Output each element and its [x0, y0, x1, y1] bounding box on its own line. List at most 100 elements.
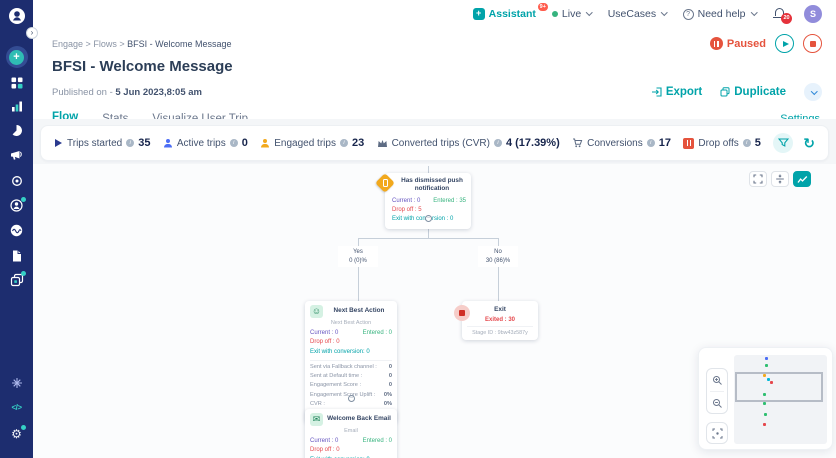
usecases-dropdown[interactable]: UseCases — [607, 8, 668, 20]
sidebar-item-campaigns[interactable] — [0, 149, 33, 161]
create-new-button[interactable]: + — [0, 46, 33, 68]
condition-diamond-icon — [375, 173, 395, 193]
moengage-logo-icon[interactable] — [0, 6, 33, 26]
page-header: Engage > Flows > BFSI - Welcome Message … — [33, 28, 836, 101]
pause-icon — [709, 37, 723, 50]
sidebar-item-insights[interactable] — [0, 224, 33, 237]
export-icon — [651, 87, 662, 97]
avatar[interactable]: S — [804, 5, 822, 23]
sidebar-item-cards[interactable] — [0, 273, 33, 287]
target-icon — [11, 176, 22, 186]
node-next-best-action[interactable]: ☺ Next Best Action Next Best Action Curr… — [305, 301, 397, 424]
info-icon[interactable]: i — [229, 139, 238, 147]
live-label: Live — [561, 8, 582, 20]
sidebar-item-developer[interactable]: </> — [0, 403, 33, 412]
person-circle-icon — [10, 199, 23, 212]
status-label: Paused — [726, 37, 766, 50]
page-title: BFSI - Welcome Message — [52, 58, 233, 75]
branch-yes-text: Yes — [353, 249, 363, 255]
node-stage-id: Stage ID : 9bw43z587y — [467, 326, 533, 336]
layers-icon — [10, 273, 23, 287]
fullscreen-button[interactable] — [749, 171, 767, 187]
collapse-branch-toggle[interactable]: − — [425, 215, 432, 222]
minimap-node-dot — [763, 374, 766, 377]
sidebar-item-analytics[interactable] — [0, 100, 33, 112]
breadcrumb-engage[interactable]: Engage — [52, 38, 84, 49]
branch-no-text: No — [494, 249, 502, 255]
minimap-node-dot — [767, 378, 770, 381]
branch-label-no: No 30 (86)% — [478, 246, 518, 268]
zoom-out-button[interactable] — [707, 392, 727, 414]
fit-vertical-icon — [776, 174, 784, 184]
zoom-in-button[interactable] — [707, 369, 727, 391]
notifications-count-badge: 20 — [781, 13, 792, 24]
info-icon[interactable]: i — [646, 139, 655, 147]
need-help-dropdown[interactable]: ? Need help — [682, 8, 757, 20]
info-icon[interactable]: i — [493, 139, 502, 147]
published-label: Published on - — [52, 86, 113, 98]
pulse-circle-icon — [10, 224, 23, 237]
export-button[interactable]: Export — [651, 86, 702, 98]
live-dot-icon — [551, 11, 558, 17]
stop-button[interactable] — [803, 34, 822, 53]
pie-chart-icon — [12, 125, 22, 136]
node-dropoff: Drop off : 0 — [310, 447, 340, 454]
magnifier-minus-icon — [712, 398, 722, 408]
breadcrumb-flows[interactable]: Flows — [93, 38, 117, 49]
analytics-view-button[interactable] — [793, 171, 811, 187]
bar-chart-icon — [11, 101, 22, 112]
breadcrumb: Engage > Flows > BFSI - Welcome Message — [52, 39, 232, 49]
notification-dot — [21, 197, 26, 202]
main-area: + Assistant 9+ Live UseCases ? Need help… — [33, 0, 836, 458]
branch-yes-value: 0 (0)% — [349, 257, 367, 264]
notification-dot — [21, 271, 26, 276]
sparkle-icon — [11, 378, 22, 388]
resume-button[interactable] — [775, 34, 794, 53]
sidebar-item-templates[interactable] — [0, 250, 33, 262]
sidebar-item-settings[interactable]: ⚙ — [0, 427, 33, 441]
sidebar-item-target[interactable] — [0, 175, 33, 187]
gear-icon: ⚙ — [11, 427, 22, 441]
document-icon — [12, 250, 21, 262]
flow-canvas[interactable]: − − Yes 0 (0)% No 30 (86)% — [33, 164, 836, 458]
assistant-icon: + — [472, 8, 485, 20]
node-welcome-back-email[interactable]: ✉ Welcome Back Email Email Current : 0 E… — [305, 409, 397, 458]
live-status-dropdown[interactable]: Live — [551, 8, 593, 20]
info-icon[interactable]: i — [339, 139, 348, 147]
notifications-button[interactable]: 20 — [772, 6, 792, 24]
sidebar-item-segments[interactable] — [0, 124, 33, 137]
fit-view-button[interactable] — [771, 171, 789, 187]
duplicate-button[interactable]: Duplicate — [720, 86, 786, 98]
sidebar-item-dashboard[interactable] — [0, 77, 33, 89]
minimap-map[interactable] — [734, 355, 827, 444]
info-icon[interactable]: i — [126, 139, 135, 147]
minimap-viewport[interactable] — [735, 372, 823, 402]
node-current: Current : 0 — [310, 438, 339, 444]
plus-icon: + — [9, 49, 24, 65]
next-best-action-icon: ☺ — [310, 305, 323, 318]
node-title: Next Best Action — [333, 307, 385, 315]
add-node-toggle[interactable]: − — [348, 395, 355, 402]
need-help-label: Need help — [697, 8, 746, 20]
filter-button[interactable] — [773, 133, 794, 153]
stat-trips-started: Trips started i 35 — [54, 137, 150, 149]
breadcrumb-separator: > — [85, 38, 91, 49]
center-view-button[interactable] — [706, 422, 728, 444]
sidebar-collapse-button[interactable]: › — [26, 27, 38, 39]
minimap-node-dot — [770, 381, 773, 384]
sidebar-item-audience[interactable] — [0, 199, 33, 212]
assistant-button[interactable]: + Assistant 9+ — [472, 3, 548, 20]
minimap-panel — [698, 347, 833, 450]
zoom-controls — [706, 368, 728, 414]
minimap-node-dot — [763, 393, 766, 396]
usecases-label: UseCases — [607, 8, 657, 20]
node-exit[interactable]: Exit Exited : 30 Stage ID : 9bw43z587y — [454, 301, 538, 341]
node-dropoff: Drop off : 0 — [310, 339, 340, 346]
refresh-button[interactable]: ↻ — [803, 135, 815, 151]
sidebar-item-sparkle[interactable] — [0, 377, 33, 389]
question-mark-icon: ? — [682, 8, 694, 20]
branch-no-value: 30 (86)% — [485, 257, 511, 264]
expand-panel-button[interactable] — [804, 83, 822, 101]
info-icon[interactable]: i — [742, 139, 751, 147]
node-entered: Entered : 0 — [362, 330, 392, 336]
